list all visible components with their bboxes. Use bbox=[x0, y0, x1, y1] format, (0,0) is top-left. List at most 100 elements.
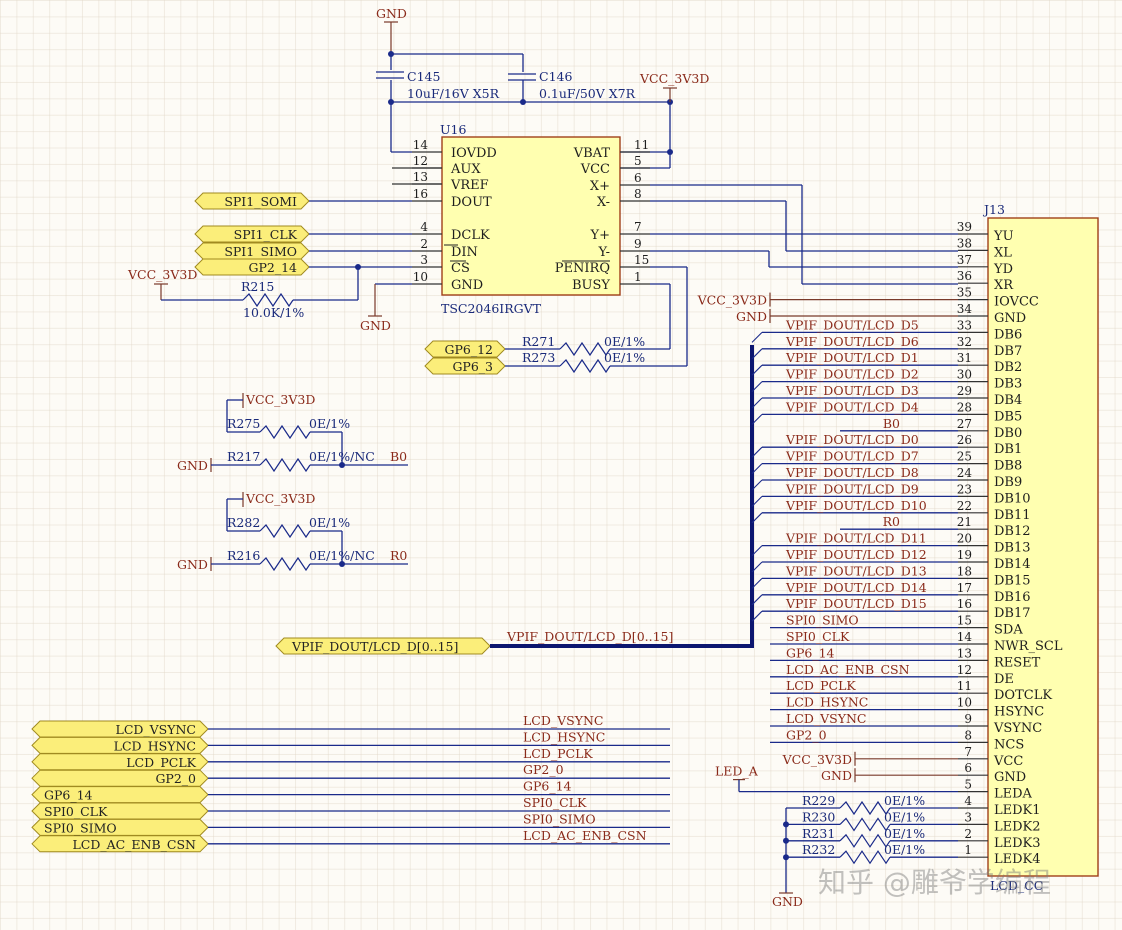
port-spi0-clk[interactable]: SPI0_CLK bbox=[31, 802, 209, 820]
net-label: VPIF_DOUT/LCD_D12 bbox=[785, 547, 927, 562]
net-label: VPIF_DOUT/LCD_D15 bbox=[785, 596, 927, 611]
port-lcd-ac-enb-csn[interactable]: LCD_AC_ENB_CSN bbox=[31, 835, 209, 853]
bus-port[interactable]: VPIF_DOUT/LCD_D[0..15] bbox=[275, 637, 491, 655]
r273-value: 0E/1% bbox=[604, 350, 645, 365]
gnd-res-ref: R217 bbox=[227, 449, 260, 464]
pin-name: DB17 bbox=[994, 606, 1031, 621]
r273-ref: R273 bbox=[522, 350, 555, 365]
res-value: 0E/1% bbox=[884, 842, 925, 857]
resistor-r271[interactable]: R271 0E/1% bbox=[505, 334, 670, 357]
j13-ref: J13 bbox=[982, 202, 1005, 217]
port-gp6-12[interactable]: GP6_12 bbox=[424, 340, 506, 358]
resistor-r273[interactable]: R273 0E/1% bbox=[505, 350, 687, 374]
connector-j13[interactable]: J13 LCD_CC 39YU38XL37YD36XR35IOVCCVCC_3V… bbox=[697, 202, 1099, 893]
port-gp6-14[interactable]: GP6_14 bbox=[31, 786, 209, 804]
port-spi0-simo[interactable]: SPI0_SIMO bbox=[31, 818, 209, 836]
pin-number: 7 bbox=[634, 220, 642, 234]
net-label: LCD_VSYNC bbox=[786, 711, 866, 726]
pin-number: 38 bbox=[957, 236, 972, 250]
pin-name: DB7 bbox=[994, 344, 1022, 359]
port-lcd-hsync[interactable]: LCD_HSYNC bbox=[31, 736, 209, 754]
pin-number: 3 bbox=[420, 253, 428, 267]
pin-number: 14 bbox=[957, 630, 973, 644]
port-lcd-vsync[interactable]: LCD_VSYNC bbox=[31, 720, 209, 738]
gnd-label-u16: GND bbox=[360, 318, 391, 333]
pin-name: X- bbox=[597, 195, 610, 210]
pin-number: 14 bbox=[413, 138, 429, 152]
j13-part: LCD_CC bbox=[990, 878, 1043, 893]
port-spi1-simo[interactable]: SPI1_SIMO bbox=[194, 242, 310, 260]
net-label: GP2_0 bbox=[786, 727, 827, 742]
port-gp6-3[interactable]: GP6_3 bbox=[424, 357, 506, 375]
pin-number: 12 bbox=[957, 663, 972, 677]
pin-name: IOVDD bbox=[451, 146, 497, 161]
r271-ref: R271 bbox=[522, 334, 555, 349]
resistor-r215[interactable]: R215 10.0K/1% bbox=[161, 279, 358, 320]
port-gp2-0[interactable]: GP2_0 bbox=[31, 769, 209, 787]
pin-name: DB4 bbox=[994, 393, 1022, 408]
net-label: VPIF_DOUT/LCD_D4 bbox=[785, 399, 919, 414]
pin-name: LEDK1 bbox=[994, 803, 1041, 818]
net-label: VPIF_DOUT/LCD_D9 bbox=[785, 481, 919, 496]
pin-name: IOVCC bbox=[994, 295, 1039, 310]
ic-u16-tsc2046[interactable]: U16 TSC2046IRGVT 14IOVDD12AUX13VREF16DOU… bbox=[412, 122, 650, 316]
port-lcd-pclk[interactable]: LCD_PCLK bbox=[31, 753, 209, 771]
port-gp2-14[interactable]: GP2_14 bbox=[194, 258, 310, 276]
net-label: VPIF_DOUT/LCD_D5 bbox=[785, 317, 919, 332]
gnd-label: GND bbox=[376, 6, 407, 21]
port-spi1-clk[interactable]: SPI1_CLK bbox=[194, 225, 310, 243]
port-spi1-somi[interactable]: SPI1_SOMI bbox=[194, 192, 310, 210]
pin-name: SDA bbox=[994, 623, 1023, 638]
bus-net-label: VPIF_DOUT/LCD_D[0..15] bbox=[506, 629, 673, 644]
vcc-symbol-r215: VCC_3V3D bbox=[127, 267, 197, 300]
pin-name: VSYNC bbox=[993, 721, 1042, 736]
pin-number: 6 bbox=[634, 171, 642, 185]
pin-name: DOUT bbox=[451, 195, 492, 210]
pin-name: YU bbox=[993, 229, 1014, 244]
